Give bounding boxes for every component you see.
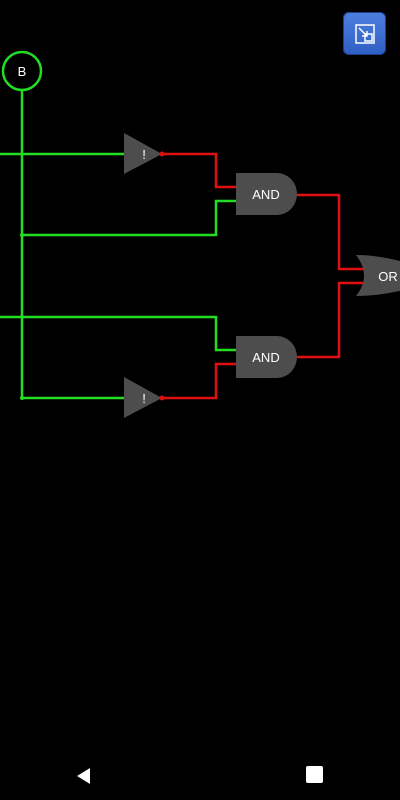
- not-gate-bottom[interactable]: !: [124, 377, 165, 418]
- back-triangle-icon[interactable]: [74, 766, 94, 786]
- wire-and-bottom-to-or: [297, 281, 370, 359]
- inactive-wires: [162, 152, 370, 400]
- fit-to-screen-icon: [354, 23, 375, 44]
- or-gate[interactable]: OR: [356, 255, 400, 296]
- wire-junctions: [20, 233, 24, 400]
- wire-left-to-and-bottom: [0, 315, 236, 352]
- home-square-icon[interactable]: [306, 766, 323, 783]
- input-b-label: B: [18, 64, 27, 79]
- and-gate-bottom-label: AND: [252, 350, 279, 365]
- wire-not-top-to-and-top: [162, 152, 236, 189]
- not-gate-top-label: !: [142, 147, 146, 162]
- wire-not-bottom-to-and-bottom: [162, 362, 236, 400]
- not-gate-bottom-label: !: [142, 391, 146, 406]
- fit-to-screen-button[interactable]: [343, 12, 386, 55]
- wire-and-top-to-or: [297, 193, 370, 271]
- system-nav-bar: [0, 752, 400, 800]
- or-gate-label: OR: [378, 269, 398, 284]
- and-gate-bottom[interactable]: AND: [236, 336, 297, 378]
- and-gate-top[interactable]: AND: [236, 173, 297, 215]
- input-b-node[interactable]: B: [1, 50, 43, 92]
- active-wires: [0, 91, 236, 400]
- wire-b-to-and-top: [22, 199, 236, 237]
- and-gate-top-label: AND: [252, 187, 279, 202]
- not-gate-top[interactable]: !: [124, 133, 165, 174]
